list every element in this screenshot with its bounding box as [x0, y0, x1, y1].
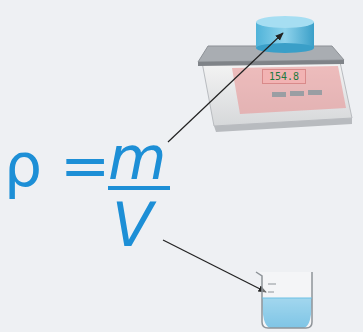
platform-edge [198, 60, 344, 66]
beaker [256, 272, 312, 328]
water-surface [262, 298, 312, 299]
display-panel [232, 66, 346, 114]
button [290, 91, 304, 96]
cylinder-bottom [256, 43, 314, 53]
leader-arrow [168, 33, 283, 142]
leader-arrow [163, 240, 266, 292]
button [308, 90, 322, 95]
volume-symbol: V [112, 195, 153, 255]
scale-body [202, 62, 352, 126]
formula-text: ρ [4, 130, 42, 200]
scale-display: 154.8 [262, 69, 306, 84]
graduation [268, 292, 274, 293]
mass-symbol: m [108, 128, 166, 188]
graduation [268, 284, 276, 285]
density-symbol: ρ [4, 135, 42, 195]
display-reading: 154.8 [269, 71, 299, 82]
formula-text: V [112, 190, 153, 260]
button [272, 92, 286, 97]
formula-text: m [108, 123, 166, 193]
equals-sign: = [60, 135, 110, 195]
scale-base [214, 118, 352, 132]
cylinder-top [256, 16, 314, 28]
formula-text: = [60, 130, 110, 200]
